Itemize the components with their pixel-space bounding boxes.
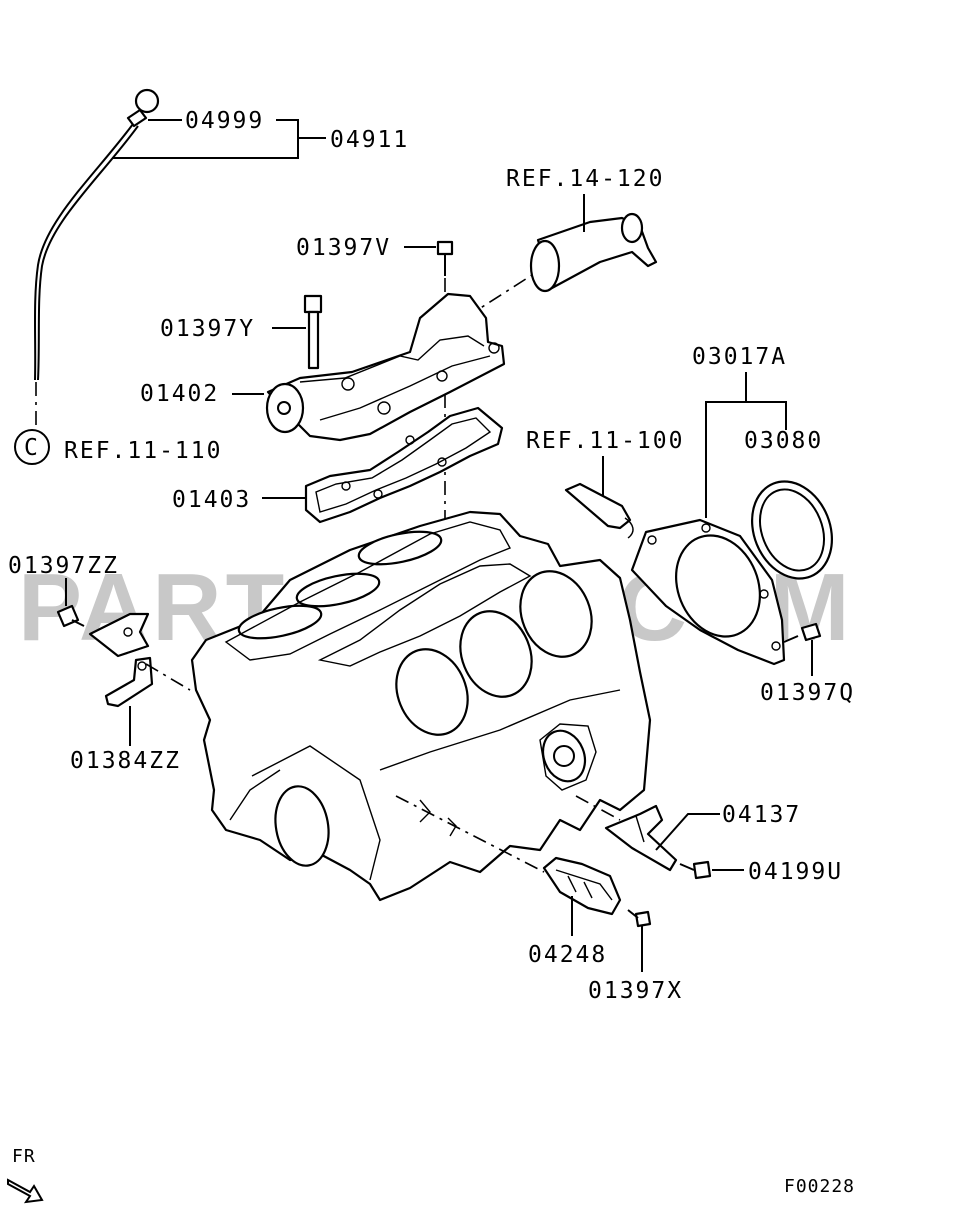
- bracket-01384ZZ: [104, 656, 154, 708]
- label-01397Y: 01397Y: [160, 316, 255, 342]
- label-fr: FR: [12, 1146, 36, 1167]
- bolt-01397Q: [783, 622, 822, 643]
- label-04248: 04248: [528, 942, 607, 968]
- label-01397ZZ: 01397ZZ: [8, 553, 119, 579]
- label-04999: 04999: [185, 108, 264, 134]
- bolt-01397X: [627, 909, 652, 928]
- bolt-01397ZZ: [56, 604, 85, 628]
- front-arrow-icon: FR: [7, 1146, 44, 1204]
- label-01397V: 01397V: [296, 235, 391, 261]
- circle-c-letter: C: [24, 435, 40, 461]
- oil-seal-case: [630, 518, 786, 666]
- ref-circle-c: C: [14, 429, 50, 465]
- water-pipe: [529, 212, 658, 293]
- thermostat-housing: [265, 292, 506, 442]
- bolt-01397Y: [303, 294, 323, 370]
- label-04911: 04911: [330, 127, 409, 153]
- label-03080: 03080: [744, 428, 823, 454]
- gasket-01403: [304, 406, 504, 524]
- figure-code: F00228: [784, 1176, 855, 1197]
- label-04137: 04137: [722, 802, 801, 828]
- label-04199U: 04199U: [748, 859, 843, 885]
- label-01397X: 01397X: [588, 978, 683, 1004]
- label-01384ZZ: 01384ZZ: [70, 748, 181, 774]
- label-01403: 01403: [172, 487, 251, 513]
- bracket-plate: [88, 612, 150, 658]
- sensor-04248: [542, 856, 622, 916]
- label-ref-14-120: REF.14-120: [506, 166, 664, 192]
- engine-block: [190, 510, 652, 902]
- oil-seal: [750, 480, 834, 580]
- dipstick: [34, 88, 160, 425]
- bracket-04137: [604, 804, 678, 872]
- bolt-04199U: [679, 860, 712, 880]
- label-01402: 01402: [140, 381, 219, 407]
- sealant-tube: [564, 482, 634, 539]
- label-03017A: 03017A: [692, 344, 787, 370]
- label-ref-11-110: REF.11-110: [64, 438, 222, 464]
- label-ref-11-100: REF.11-100: [526, 428, 684, 454]
- bolt-01397V: [436, 240, 454, 276]
- label-01397Q: 01397Q: [760, 680, 855, 706]
